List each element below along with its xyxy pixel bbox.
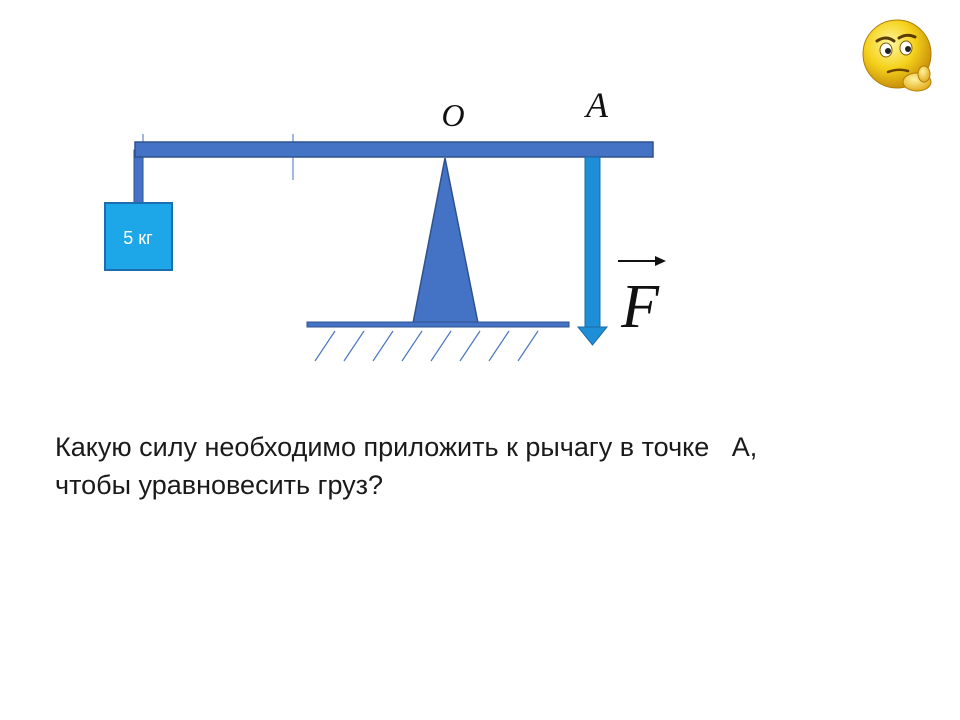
pivot-label: O xyxy=(441,97,464,133)
question-line-2: чтобы уравновесить груз? xyxy=(55,470,384,500)
question-line-1: Какую силу необходимо приложить к рычагу… xyxy=(55,432,758,462)
weight-rod xyxy=(133,149,144,206)
force-label: F xyxy=(620,273,660,341)
thinking-smiley-icon xyxy=(862,19,932,92)
question-text: Какую силу необходимо приложить к рычагу… xyxy=(55,428,915,504)
lever-bar xyxy=(134,141,654,158)
weight-label: 5 кг xyxy=(123,228,153,248)
point-a-label: A xyxy=(584,85,609,125)
force-arrow xyxy=(576,156,609,346)
ground-base xyxy=(306,321,570,328)
fulcrum xyxy=(412,157,479,324)
force-vector-label: F xyxy=(618,256,666,341)
weight-box xyxy=(104,202,173,271)
ground-hatching xyxy=(314,330,539,362)
